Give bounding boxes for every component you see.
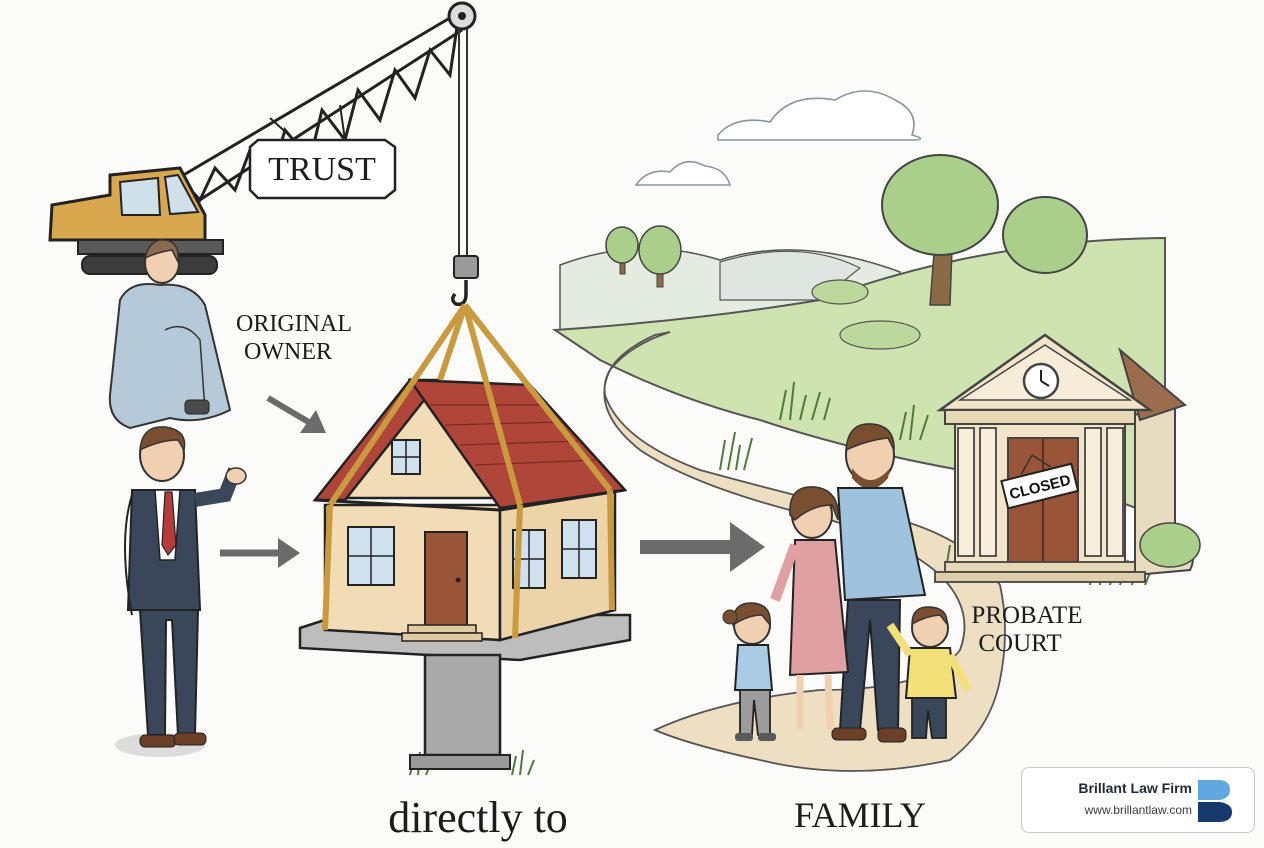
probate-label-line1: PROBATE [971, 602, 1082, 629]
clock-icon [1022, 362, 1060, 400]
trust-sign: TRUST [248, 104, 397, 200]
boy-figure [886, 606, 972, 739]
original-owner-label: ORIGINAL OWNER [236, 311, 352, 365]
original-owner-label-line2: OWNER [244, 339, 332, 365]
crane: TRUST [48, 1, 479, 307]
brand-url[interactable]: www.brillantlaw.com [1084, 803, 1192, 817]
probate-courthouse: CLOSED [934, 333, 1201, 583]
tree-small-1 [605, 226, 639, 275]
brand-name: Brillant Law Firm [1078, 780, 1192, 796]
family-caption: FAMILY [794, 795, 926, 835]
trust-sign-text: TRUST [268, 151, 376, 188]
court-columns [957, 427, 1124, 557]
probate-label-line2: COURT [978, 630, 1061, 657]
lifting-straps [322, 303, 615, 639]
mother-figure [770, 486, 850, 731]
original-owner-label-line1: ORIGINAL [236, 311, 352, 337]
cloud-large [717, 90, 922, 141]
arrow-icon-owner-to-house [266, 395, 326, 433]
brand-card[interactable]: Brillant Law Firm www.brillantlaw.com [1021, 767, 1255, 833]
crane-boom [174, 10, 463, 207]
family-group [722, 423, 972, 743]
girl-figure [722, 602, 776, 741]
probate-court-label: PROBATE COURT [971, 602, 1082, 657]
father-figure [831, 423, 927, 743]
house-on-pedestal [298, 377, 632, 770]
brand-logo-icon [1198, 780, 1232, 822]
businessman-figure [115, 426, 247, 757]
original-owner-figure [108, 239, 232, 430]
directly-to-caption: directly to [388, 793, 568, 842]
cloud-small [634, 160, 732, 186]
tree-large [811, 154, 1088, 350]
crane-cab [48, 166, 224, 275]
crane-hook-icon [451, 255, 479, 307]
trees [605, 154, 1088, 350]
tree-small-2 [638, 225, 682, 288]
arrow-icon-man-to-house [220, 538, 300, 568]
arrow-icon-house-to-family [640, 522, 765, 572]
